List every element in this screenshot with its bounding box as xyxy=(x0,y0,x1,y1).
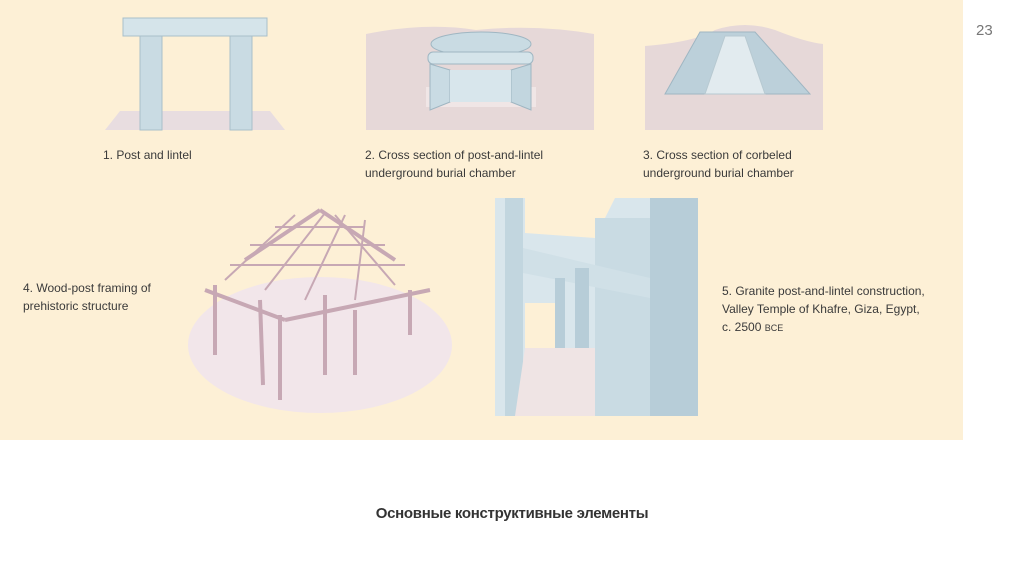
caption-line: 2. Cross section of post-and-lintel xyxy=(365,148,544,162)
slide-title: Основные конструктивные элементы xyxy=(375,505,649,522)
corbeled-chamber-illustration xyxy=(645,25,823,130)
caption-line: 1. Post and lintel xyxy=(103,148,192,162)
caption-line: underground burial chamber xyxy=(365,166,516,180)
post-and-lintel-illustration xyxy=(105,17,285,131)
caption-line: prehistoric structure xyxy=(23,299,129,313)
era-text: BCE xyxy=(764,323,784,333)
caption-1: 1. Post and lintel xyxy=(103,146,192,164)
caption-4: 4. Wood-post framing of prehistoric struc… xyxy=(23,279,151,315)
granite-temple-illustration xyxy=(495,198,698,416)
caption-5: 5. Granite post-and-lintel construction,… xyxy=(722,282,925,337)
caption-line: Valley Temple of Khafre, Giza, Egypt, xyxy=(722,302,920,316)
burial-chamber-illustration xyxy=(366,26,594,130)
caption-line: 4. Wood-post framing of xyxy=(23,281,151,295)
date-text: c. 2500 xyxy=(722,320,765,334)
caption-2: 2. Cross section of post-and-lintel under… xyxy=(365,146,543,182)
caption-line: underground burial chamber xyxy=(643,166,794,180)
caption-line: 5. Granite post-and-lintel construction, xyxy=(722,284,925,298)
illustration-panel: 1. Post and lintel 2. Cross section of p… xyxy=(0,0,963,440)
caption-date: c. 2500 BCE xyxy=(722,318,925,337)
wood-post-framing-illustration xyxy=(188,208,452,413)
caption-3: 3. Cross section of corbeled underground … xyxy=(643,146,794,182)
caption-line: 3. Cross section of corbeled xyxy=(643,148,792,162)
page-number: 23 xyxy=(976,22,993,39)
